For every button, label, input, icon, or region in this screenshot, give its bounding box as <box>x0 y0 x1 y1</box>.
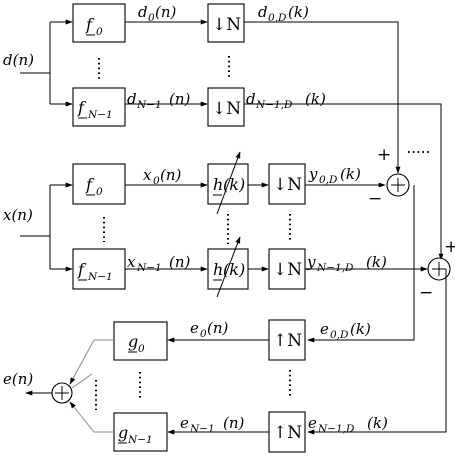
downsampler-y0-label: ↓N <box>273 175 302 195</box>
error-synthesis-branch: e 0,D (k) e N−1,D (k) ↑N ↑N e 0 (n) e N−… <box>3 185 447 453</box>
downsampler-y0 <box>268 163 306 205</box>
synthesis-filter-gN <box>113 412 168 452</box>
eND-label-sub: N−1,D <box>317 423 355 435</box>
hN-symbol: h <box>213 260 223 279</box>
y0D-label-sub: 0,D <box>319 174 338 186</box>
y0D-label: y <box>308 165 318 183</box>
f0-d-sub: 0 <box>96 26 103 38</box>
downsampler-d0 <box>207 3 245 43</box>
analysis-filter-f0-d <box>72 3 126 43</box>
e-output-label: e(n) <box>3 370 33 388</box>
dND-wire <box>244 103 444 261</box>
d0D-label: d <box>258 3 268 21</box>
e0D-label-arg: (k) <box>350 320 371 338</box>
e0D-label: e <box>320 320 329 338</box>
desired-signal-branch: d(n) f 0 f N−1 d 0 (n) d N−1 (n) ↓N ↓N d… <box>3 3 444 261</box>
downsampler-dN-label: ↓N <box>212 99 241 119</box>
analysis-filter-f0-x <box>72 163 126 205</box>
upsampler-e0-label: ↑N <box>273 331 302 351</box>
eND-wire <box>307 269 447 435</box>
e0D-label-sub: 0,D <box>330 329 349 341</box>
eND-label-arg: (k) <box>367 414 388 432</box>
d0-label-arg: (n) <box>155 3 177 21</box>
e0D-wire <box>307 185 415 343</box>
e0-label-arg: (n) <box>207 319 229 337</box>
d0-label: d <box>138 3 148 21</box>
x-input-label: x(n) <box>3 206 33 224</box>
dND-label-sub: N−1,D <box>255 99 293 111</box>
d0-label-sub: 0 <box>148 12 155 24</box>
dND-label: d <box>246 90 256 108</box>
summation-nodes: + − + − <box>368 145 455 303</box>
xN-label-sub: N−1 <box>136 262 162 274</box>
d0D-label-arg: (k) <box>288 3 309 21</box>
sum-node-0-minus: − <box>368 189 382 209</box>
gN-symbol: g <box>118 423 128 442</box>
d0D-label-sub: 0,D <box>268 12 287 24</box>
input-signal-branch: x(n) f 0 f N−1 x 0 (n) x N−1 (n) h (k) h… <box>3 151 428 298</box>
downsampler-d0-label: ↓N <box>212 15 241 35</box>
xN-label: x <box>127 253 136 271</box>
sum-node-N-plus: + <box>444 237 455 257</box>
gN-sub: N−1 <box>127 434 153 446</box>
upsampler-eN <box>268 411 306 453</box>
fN-d-sub: N−1 <box>87 109 113 121</box>
analysis-filter-fN-d <box>72 87 126 127</box>
x0-label-arg: (n) <box>160 166 182 184</box>
g0-symbol: g <box>128 332 138 351</box>
d-input-label: d(n) <box>3 51 34 69</box>
h0-symbol: h <box>213 175 223 194</box>
g0-sub: 0 <box>138 343 145 355</box>
hN-arg: (k) <box>223 260 245 279</box>
g0-to-sum-wire <box>69 339 114 385</box>
y0D-label-arg: (k) <box>340 165 361 183</box>
eN-label-sub: N−1 <box>189 423 215 435</box>
eN-label: e <box>180 414 189 432</box>
dN-label: d <box>127 90 137 108</box>
fN-x-sub: N−1 <box>87 271 113 283</box>
h0-adaptation-arrow <box>216 151 241 215</box>
f0-d-symbol: f <box>85 15 95 34</box>
eN-label-arg: (n) <box>223 414 245 432</box>
mid-to-sum-wire <box>71 373 93 389</box>
sum-node-N-minus: − <box>419 283 433 303</box>
sum-node-0-plus: + <box>377 145 391 165</box>
analysis-filter-fN-x <box>72 248 126 290</box>
d0D-wire <box>244 21 401 174</box>
yND-label: y <box>306 253 316 271</box>
eND-label: e <box>308 414 317 432</box>
dN-label-arg: (n) <box>169 90 191 108</box>
downsampler-yN-label: ↓N <box>273 260 302 280</box>
fN-x-symbol: f <box>77 260 87 279</box>
gN-to-sum-wire <box>69 401 114 433</box>
upsampler-eN-label: ↑N <box>273 423 302 443</box>
x0-label: x <box>143 166 152 184</box>
hN-adaptation-arrow <box>216 236 241 298</box>
dN-label-sub: N−1 <box>136 99 162 111</box>
xN-label-arg: (n) <box>169 253 191 271</box>
downsampler-yN <box>268 248 306 290</box>
downsampler-dN <box>207 87 245 127</box>
f0-x-sub: 0 <box>96 186 103 198</box>
x0-label-sub: 0 <box>153 175 160 187</box>
dND-label-arg: (k) <box>305 90 326 108</box>
f0-x-symbol: f <box>85 175 95 194</box>
synthesis-filter-g0 <box>113 321 168 361</box>
fN-d-symbol: f <box>77 98 87 117</box>
e0-label-sub: 0 <box>200 328 207 340</box>
yND-label-arg: (k) <box>366 253 387 271</box>
yND-label-sub: N−1,D <box>316 262 354 274</box>
h0-arg: (k) <box>223 175 245 194</box>
e0-label: e <box>190 319 199 337</box>
